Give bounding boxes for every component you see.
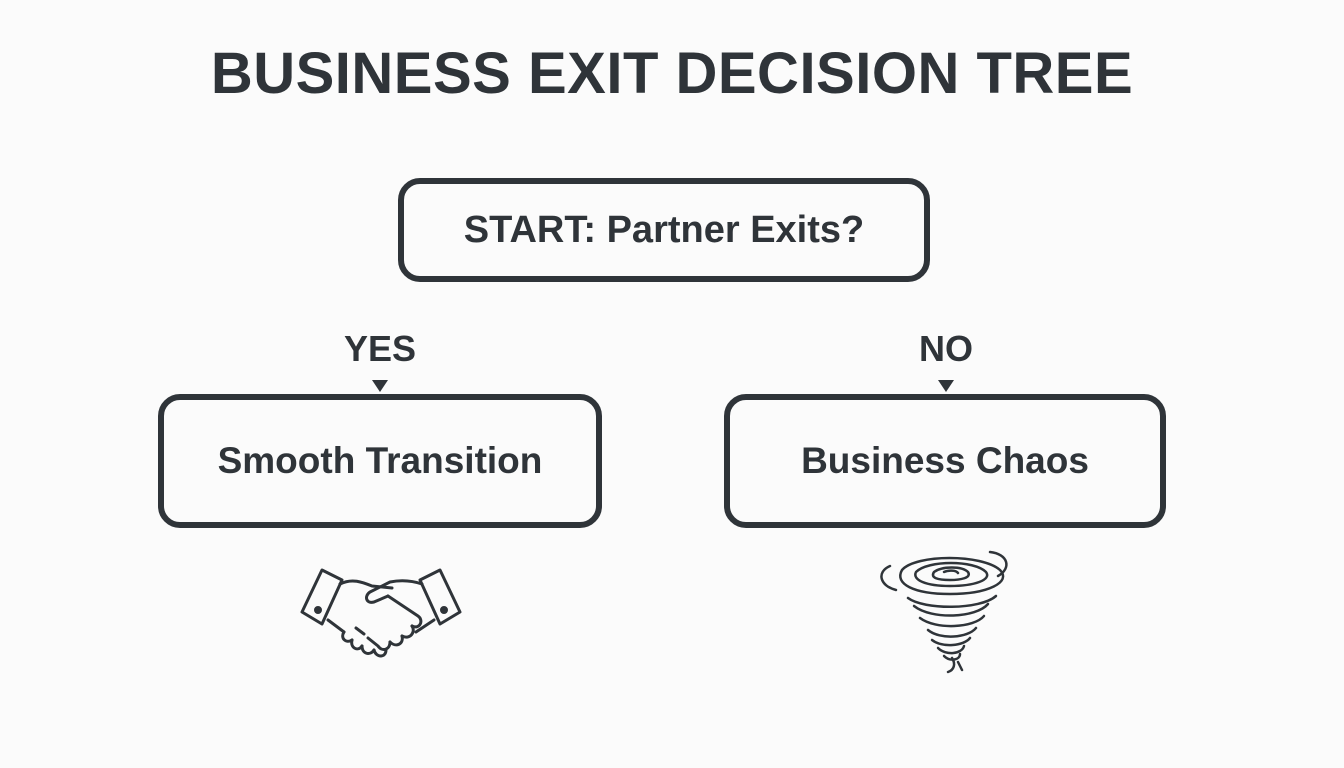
yes-outcome-label: Smooth Transition [217,440,543,481]
no-arrow-icon [938,380,954,392]
yes-arrow-icon [372,380,388,392]
start-node: START: Partner Exits? [398,178,930,282]
page-title: BUSINESS EXIT DECISION TREE [210,41,1134,106]
yes-branch-label: YES [343,328,417,369]
no-branch-label: NO [919,328,973,369]
no-outcome-label: Business Chaos [801,440,1089,481]
yes-outcome-node: Smooth Transition [158,394,602,528]
tornado-icon [872,546,1022,681]
start-node-label: START: Partner Exits? [463,208,865,251]
no-outcome-node: Business Chaos [724,394,1166,528]
handshake-icon [296,562,466,671]
